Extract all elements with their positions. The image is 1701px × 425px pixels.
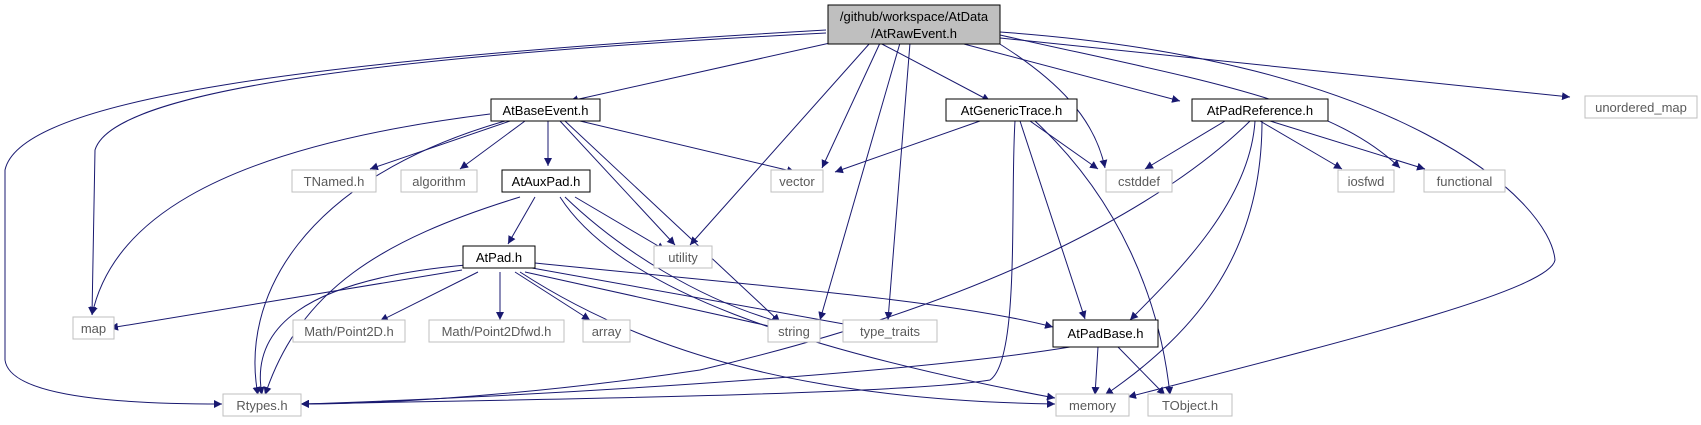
node-label: AtGenericTrace.h [961,103,1062,118]
edge-ataixpad-string [564,196,781,324]
edge-atpadreference-rtypes [300,120,1251,408]
node-label: AtAuxPad.h [512,174,581,189]
edge-rawevent-unordered-map [999,37,1571,101]
node-label: Rtypes.h [236,398,287,413]
node-label: utility [668,250,698,265]
node-atbaseevent[interactable]: AtBaseEvent.h [490,98,601,122]
node-atpadreference[interactable]: AtPadReference.h [1191,98,1329,122]
node-label: AtBaseEvent.h [503,103,589,118]
edge-atpadbase-tobject [1117,346,1166,396]
node-rtypes: Rtypes.h [222,393,302,417]
node-functional: functional [1423,169,1506,193]
node-label: functional [1437,174,1493,189]
node-label: algorithm [412,174,465,189]
node-label: vector [779,174,815,189]
edge-ataixpad-memory [559,196,1056,401]
node-label: iosfwd [1348,174,1385,189]
edge-atpadbase-memory [1091,346,1100,396]
edge-ataixpad-atpad [507,196,536,245]
node-atgenerictrace[interactable]: AtGenericTrace.h [945,98,1078,122]
edge-atgenerictrace-vector [834,120,981,174]
edge-rawevent-type-traits [884,42,911,321]
node-label: Math/Point2D.h [304,324,394,339]
node-utility: utility [653,245,713,269]
node-label: AtPadReference.h [1207,103,1313,118]
edge-atpad-string [524,271,779,331]
edge-rawevent-vector [821,42,881,169]
node-label: cstddef [1118,174,1160,189]
edge-atpadreference-atpadbase [1129,120,1256,321]
edge-atgenerictrace-rtypes [300,120,1016,408]
node-label: map [81,321,106,336]
edge-atpadreference-cstddef [1144,120,1226,170]
edge-atpadreference-functional [1269,120,1426,171]
edge-rawevent-atgenerictrace [879,42,991,102]
node-atrawevent-root[interactable]: /github/workspace/AtData /AtRawEvent.h [827,4,1001,45]
edge-atgenerictrace-tobject [1034,120,1174,396]
node-label: TObject.h [1162,398,1218,413]
node-tnamed: TNamed.h [291,169,377,193]
edge-atpad-atpadbase [534,262,1054,329]
edge-atpadreference-memory [1104,120,1263,396]
edge-rawevent-memory [999,31,1556,399]
node-label: array [592,324,622,339]
edge-ataixpad-rtypes [263,196,521,396]
edge-atpad-memory [519,271,1056,408]
node-label: type_traits [860,324,920,339]
node-label: AtPadBase.h [1068,326,1144,341]
edge-atbaseevent-rtypes [252,120,506,396]
edge-atpad-map [109,269,463,331]
root-label-file: /AtRawEvent.h [871,26,957,41]
edge-rawevent-string [818,42,901,321]
edge-atgenerictrace-cstddef [1029,120,1099,170]
edge-atbaseevent-algorithm [459,120,526,170]
edge-atbaseevent-string [564,120,781,323]
node-array: array [582,319,631,343]
edge-atpad-rtypes [256,264,467,396]
node-atpadbase[interactable]: AtPadBase.h [1052,319,1159,348]
edge-ataixpad-utility [574,196,666,251]
node-label: string [778,324,810,339]
node-label: TNamed.h [304,174,365,189]
node-algorithm: algorithm [400,169,478,193]
edge-rawevent-utility [689,42,871,246]
node-label: unordered_map [1595,100,1687,115]
node-label: AtPad.h [476,250,522,265]
edge-rawevent-atbaseevent [569,42,831,104]
node-point2d: Math/Point2D.h [292,319,406,343]
root-label-path: /github/workspace/AtData [840,9,989,24]
edge-atpadbase-rtypes [300,346,1071,408]
node-label: memory [1069,398,1116,413]
node-label: Math/Point2Dfwd.h [442,324,552,339]
edge-atpad-array [514,271,591,321]
node-vector: vector [770,169,824,193]
node-map: map [72,316,115,340]
edge-atbaseevent-map [89,113,491,316]
node-point2dfwd: Math/Point2Dfwd.h [428,319,565,343]
edge-rawevent-functional [999,34,1401,169]
edge-atbaseevent-utility [559,120,676,246]
edge-rawevent-rtypes [4,29,827,408]
node-memory: memory [1055,393,1130,417]
node-string: string [767,319,821,343]
edge-atpad-type-traits [531,267,856,329]
node-cstddef: cstddef [1105,169,1173,193]
node-type-traits: type_traits [842,319,938,343]
node-atpad[interactable]: AtPad.h [462,245,536,269]
edge-rawevent-atpadreference [959,42,1181,103]
node-tobject: TObject.h [1147,393,1233,417]
edge-atpadreference-iosfwd [1259,120,1343,170]
edge-atbaseevent-vector [579,120,796,175]
edge-atbaseevent-tnamed [369,120,511,171]
node-ataixpad[interactable]: AtAuxPad.h [501,169,591,193]
node-iosfwd: iosfwd [1337,169,1395,193]
edge-atpad-point2d [379,271,479,322]
edge-atgenerictrace-atpadbase [1019,120,1087,320]
node-unordered-map: unordered_map [1584,95,1698,119]
edge-rawevent-map [88,32,827,316]
